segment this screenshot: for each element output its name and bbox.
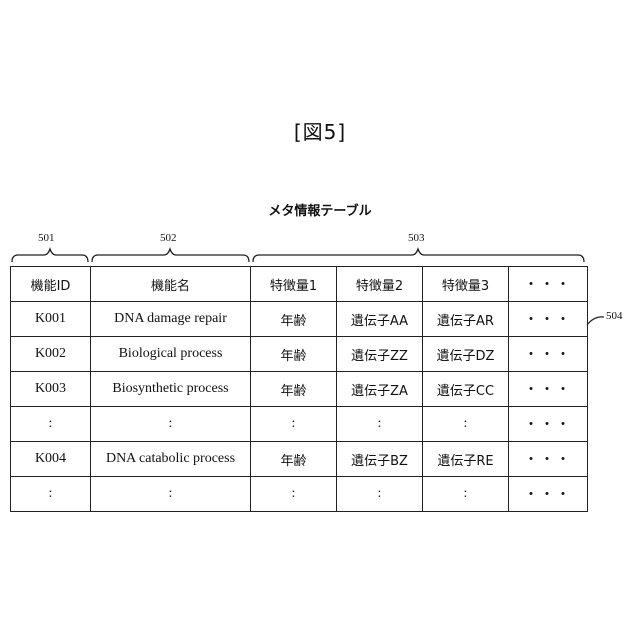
brace-502 [92,249,249,262]
leader-504 [587,317,604,325]
table-row: K003 Biosynthetic process 年齢 遺伝子ZA 遺伝子CC… [11,372,588,407]
cell-function-id: K003 [11,372,91,407]
cell-feature-3: : [423,407,509,442]
cell-function-id: K004 [11,442,91,477]
ref-504: 504 [606,310,623,322]
header-feature-3: 特徴量3 [423,267,509,302]
cell-function-id: K002 [11,337,91,372]
cell-feature-2: 遺伝子BZ [337,442,423,477]
cell-feature-3: : [423,477,509,512]
cell-function-name: DNA catabolic process [91,442,251,477]
cell-feature-2: 遺伝子AA [337,302,423,337]
cell-function-id: : [11,407,91,442]
cell-feature-1: : [251,407,337,442]
header-feature-2: 特徴量2 [337,267,423,302]
cell-feature-2: 遺伝子ZA [337,372,423,407]
table-row: K002 Biological process 年齢 遺伝子ZZ 遺伝子DZ ・… [11,337,588,372]
cell-function-id: : [11,477,91,512]
cell-feature-2: : [337,407,423,442]
table-row: : : : : : ・・・ [11,477,588,512]
cell-function-name: DNA damage repair [91,302,251,337]
brace-501 [12,249,88,262]
cell-more: ・・・ [509,477,588,512]
ref-503: 503 [408,232,425,244]
cell-function-name: : [91,477,251,512]
header-feature-1: 特徴量1 [251,267,337,302]
cell-more: ・・・ [509,337,588,372]
table-row: : : : : : ・・・ [11,407,588,442]
header-function-id: 機能ID [11,267,91,302]
cell-more: ・・・ [509,372,588,407]
ref-502: 502 [160,232,177,244]
cell-feature-1: 年齢 [251,372,337,407]
cell-feature-1: 年齢 [251,337,337,372]
figure-label: [図5] [0,116,640,145]
header-more: ・・・ [509,267,588,302]
cell-feature-3: 遺伝子RE [423,442,509,477]
header-row: 機能ID 機能名 特徴量1 特徴量2 特徴量3 ・・・ [11,267,588,302]
cell-more: ・・・ [509,442,588,477]
cell-feature-3: 遺伝子CC [423,372,509,407]
cell-more: ・・・ [509,302,588,337]
cell-feature-1: 年齢 [251,442,337,477]
table-title: メタ情報テーブル [0,200,640,219]
cell-more: ・・・ [509,407,588,442]
cell-feature-2: : [337,477,423,512]
cell-function-name: : [91,407,251,442]
brace-503 [253,249,584,262]
cell-function-name: Biosynthetic process [91,372,251,407]
cell-feature-1: : [251,477,337,512]
table-row: K004 DNA catabolic process 年齢 遺伝子BZ 遺伝子R… [11,442,588,477]
cell-function-name: Biological process [91,337,251,372]
cell-function-id: K001 [11,302,91,337]
cell-feature-1: 年齢 [251,302,337,337]
table-row: K001 DNA damage repair 年齢 遺伝子AA 遺伝子AR ・・… [11,302,588,337]
cell-feature-3: 遺伝子AR [423,302,509,337]
cell-feature-3: 遺伝子DZ [423,337,509,372]
header-function-name: 機能名 [91,267,251,302]
cell-feature-2: 遺伝子ZZ [337,337,423,372]
ref-501: 501 [38,232,55,244]
meta-info-table: 機能ID 機能名 特徴量1 特徴量2 特徴量3 ・・・ K001 DNA dam… [10,266,588,512]
